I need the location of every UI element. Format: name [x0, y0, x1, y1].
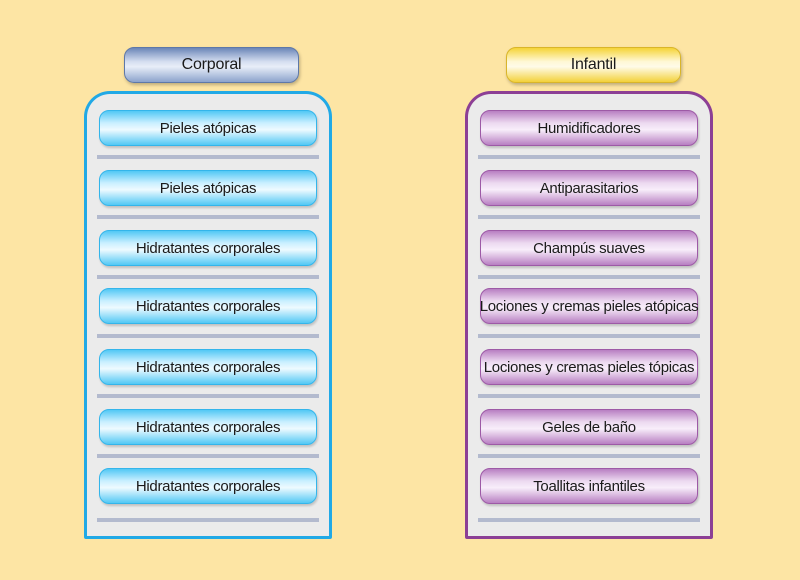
shelf-divider	[97, 518, 319, 522]
item-corporal-1: Pieles atópicas	[99, 110, 317, 146]
item-infantil-2: Antiparasitarios	[480, 170, 698, 206]
item-infantil-5: Lociones y cremas pieles tópicas	[480, 349, 698, 385]
column-corporal: Pieles atópicas Pieles atópicas Hidratan…	[84, 91, 332, 539]
shelf-divider	[478, 275, 700, 279]
shelf-divider	[97, 454, 319, 458]
shelf-divider	[97, 215, 319, 219]
shelf-divider	[97, 155, 319, 159]
shelf-divider	[478, 394, 700, 398]
shelf-divider	[478, 518, 700, 522]
item-corporal-6: Hidratantes corporales	[99, 409, 317, 445]
shelf-divider	[478, 454, 700, 458]
item-corporal-4: Hidratantes corporales	[99, 288, 317, 324]
shelf-divider	[478, 334, 700, 338]
shelf-divider	[478, 215, 700, 219]
shelf-divider	[478, 155, 700, 159]
item-corporal-7: Hidratantes corporales	[99, 468, 317, 504]
item-corporal-3: Hidratantes corporales	[99, 230, 317, 266]
header-infantil: Infantil	[506, 47, 681, 83]
item-corporal-5: Hidratantes corporales	[99, 349, 317, 385]
item-infantil-4: Lociones y cremas pieles atópicas	[480, 288, 699, 324]
item-infantil-3: Champús suaves	[480, 230, 698, 266]
shelf-divider	[97, 275, 319, 279]
item-infantil-6: Geles de baño	[480, 409, 698, 445]
header-corporal: Corporal	[124, 47, 299, 83]
column-infantil: Humidificadores Antiparasitarios Champús…	[465, 91, 713, 539]
shelf-divider	[97, 394, 319, 398]
item-infantil-1: Humidificadores	[480, 110, 698, 146]
item-infantil-7: Toallitas infantiles	[480, 468, 698, 504]
item-corporal-2: Pieles atópicas	[99, 170, 317, 206]
shelf-divider	[97, 334, 319, 338]
